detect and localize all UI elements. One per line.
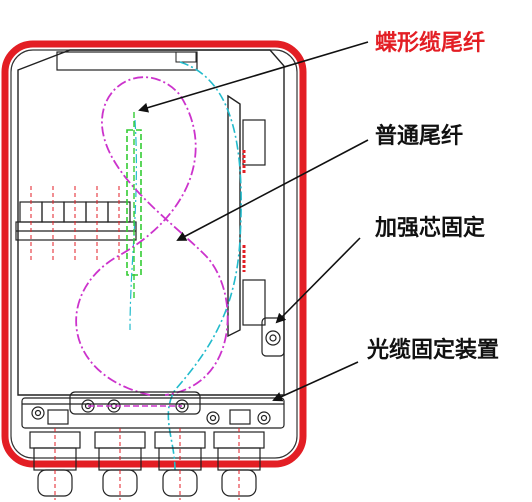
label-regular-pigtail: 普通尾纤 (375, 124, 464, 149)
top-hinge (175, 51, 197, 63)
leader-strength-member (275, 237, 361, 324)
regular-pigtail-inner (129, 119, 137, 331)
tray-panel (17, 49, 285, 396)
label-cable-fixing-device: 光缆固定装置 (367, 338, 500, 363)
regular-pigtail-loop (167, 61, 242, 471)
leader-cable-fixing (272, 361, 359, 402)
leader-regular-pigtail (176, 139, 369, 241)
top-cover-plate (56, 51, 198, 71)
right-clamp-lower (242, 279, 266, 326)
adapter-fiber-leads (30, 186, 120, 262)
cable-fixing-rail (21, 391, 285, 429)
right-clamp-upper (242, 119, 266, 166)
adapter-bank (15, 201, 137, 241)
butterfly-pigtail-loop (75, 76, 229, 396)
enclosure-inner (10, 49, 298, 459)
label-strength-member-fixing: 加强芯固定 (375, 216, 486, 241)
leader-butterfly-pigtail (138, 41, 369, 113)
label-butterfly-pigtail: 蝶形缆尾纤 (375, 31, 486, 56)
enclosure-outer (1, 40, 307, 468)
right-bracket (227, 94, 241, 338)
strength-member-clamp (261, 317, 285, 357)
